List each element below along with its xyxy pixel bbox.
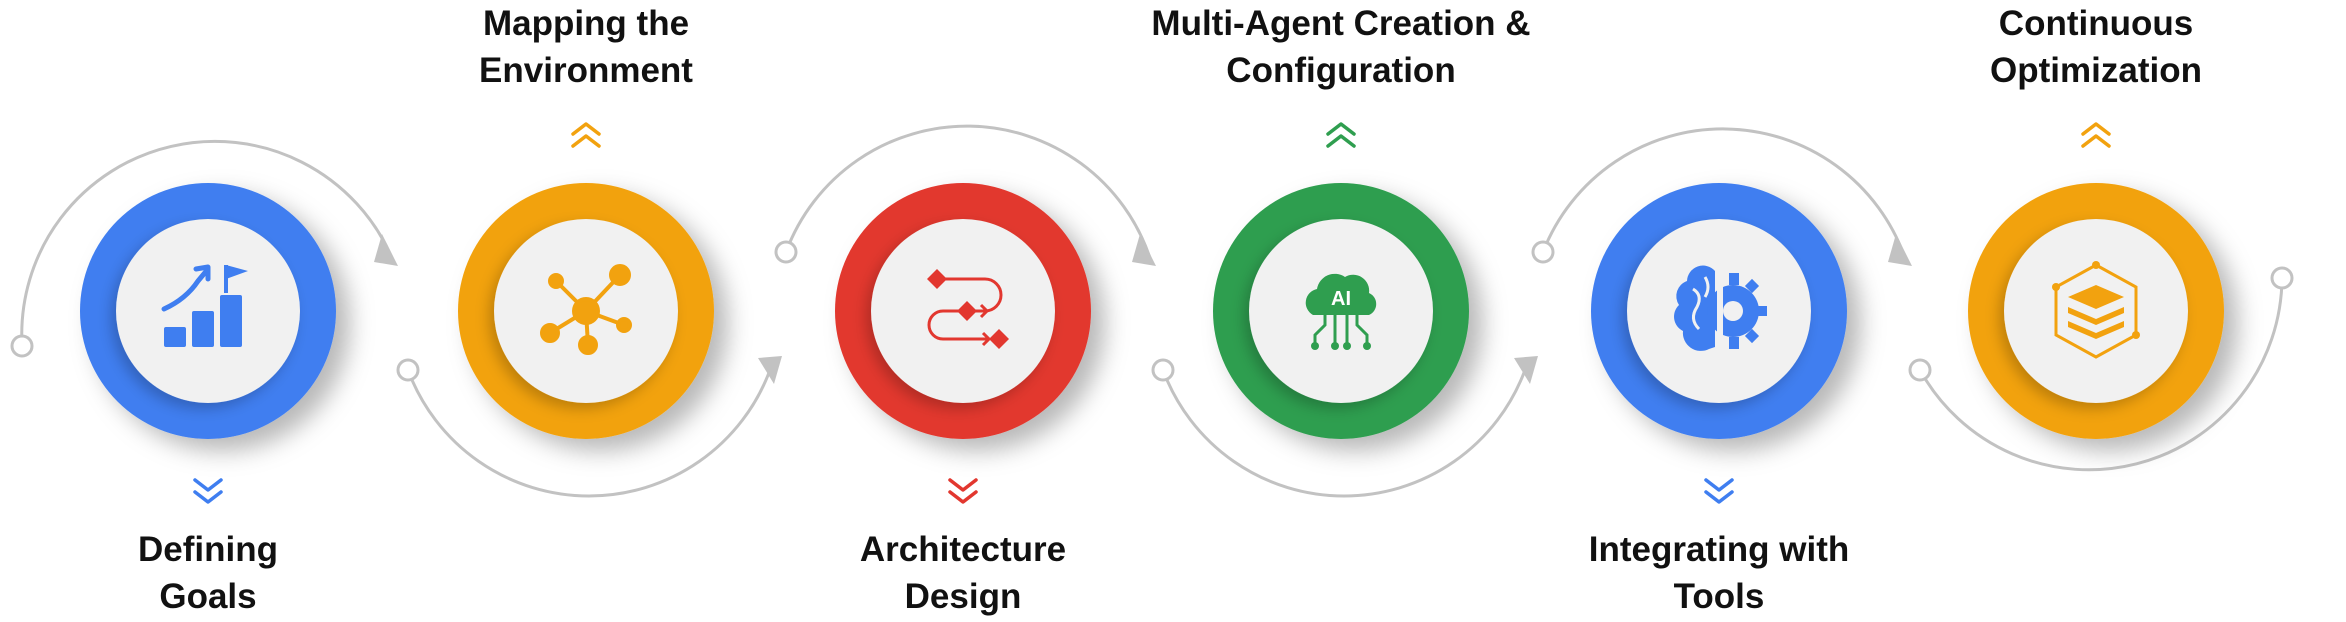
arrowhead-icon [1514,356,1538,384]
brain-gear-icon [1674,265,1767,351]
connector-arc-6-bottom [1918,277,2284,472]
connector-start-dot [1151,358,1175,382]
step-label-line: Tools [1673,577,1765,616]
step-label-line: Architecture [859,530,1067,569]
step-label-line: Integrating with [1588,530,1850,569]
connector-start-dot [1531,240,1555,264]
step-label-line: Goals [159,577,257,616]
chevron-down-icon [948,478,978,504]
svg-text:AI: AI [1331,288,1351,310]
chevrons [193,122,2111,504]
chevron-down-icon [1704,478,1734,504]
step-label-line: Environment [479,51,693,90]
step-label-5: Integrating with Tools [1479,526,1959,620]
connector-start-dot [774,240,798,264]
connector-start-dot [1908,358,1932,382]
connector-start-dot [396,358,420,382]
step-circle-defining-goals [80,183,336,439]
connector-end-dot [2270,266,2294,290]
ai-cloud-circuit-icon: AI [1305,273,1377,350]
chevron-down-icon [193,478,223,504]
chevron-up-icon [2081,122,2111,148]
workflow-diamonds-icon [927,269,1009,349]
step-label-line: Design [904,577,1022,616]
step-label-line: Continuous [1998,4,2194,43]
step-label-3: Architecture Design [723,526,1203,620]
step-label-line: Mapping the [482,4,690,43]
connector-arrowheads [374,234,1912,384]
step-label-line: Configuration [1226,51,1456,90]
step-label-4: Multi-Agent Creation & Configuration [1101,0,1581,94]
connector-start-dot [10,334,34,358]
connector-arcs [20,124,2284,498]
step-label-line: Multi-Agent Creation & [1151,4,1531,43]
step-label-line: Optimization [1990,51,2202,90]
connector-arc-1-top [20,139,394,345]
network-nodes-icon [540,264,632,355]
step-circle-multi-agent-creation: AI [1213,183,1469,439]
step-circle-architecture-design [835,183,1091,439]
arrowhead-icon [758,356,782,384]
arrowhead-icon [1132,234,1156,266]
connector-arc-4-bottom [1161,369,1527,498]
step-circle-continuous-optimization [1968,183,2224,439]
growth-chart-flag-icon [161,264,248,347]
connector-endpoints [10,240,2294,382]
arrowhead-icon [1888,234,1912,266]
step-circle-mapping-the-environment [458,183,714,439]
connector-arc-3-top [784,124,1152,259]
connector-arc-2-bottom [406,369,772,498]
step-label-1: Defining Goals [0,526,448,620]
step-label-6: Continuous Optimization [1856,0,2336,94]
stacked-layers-icon [2052,261,2140,359]
arrowhead-icon [374,234,398,266]
chevron-up-icon [571,122,601,148]
connector-arc-5-top [1541,127,1907,259]
chevron-up-icon [1326,122,1356,148]
step-label-2: Mapping the Environment [346,0,826,94]
step-label-line: Defining [138,530,278,569]
step-circle-integrating-with-tools [1591,183,1847,439]
